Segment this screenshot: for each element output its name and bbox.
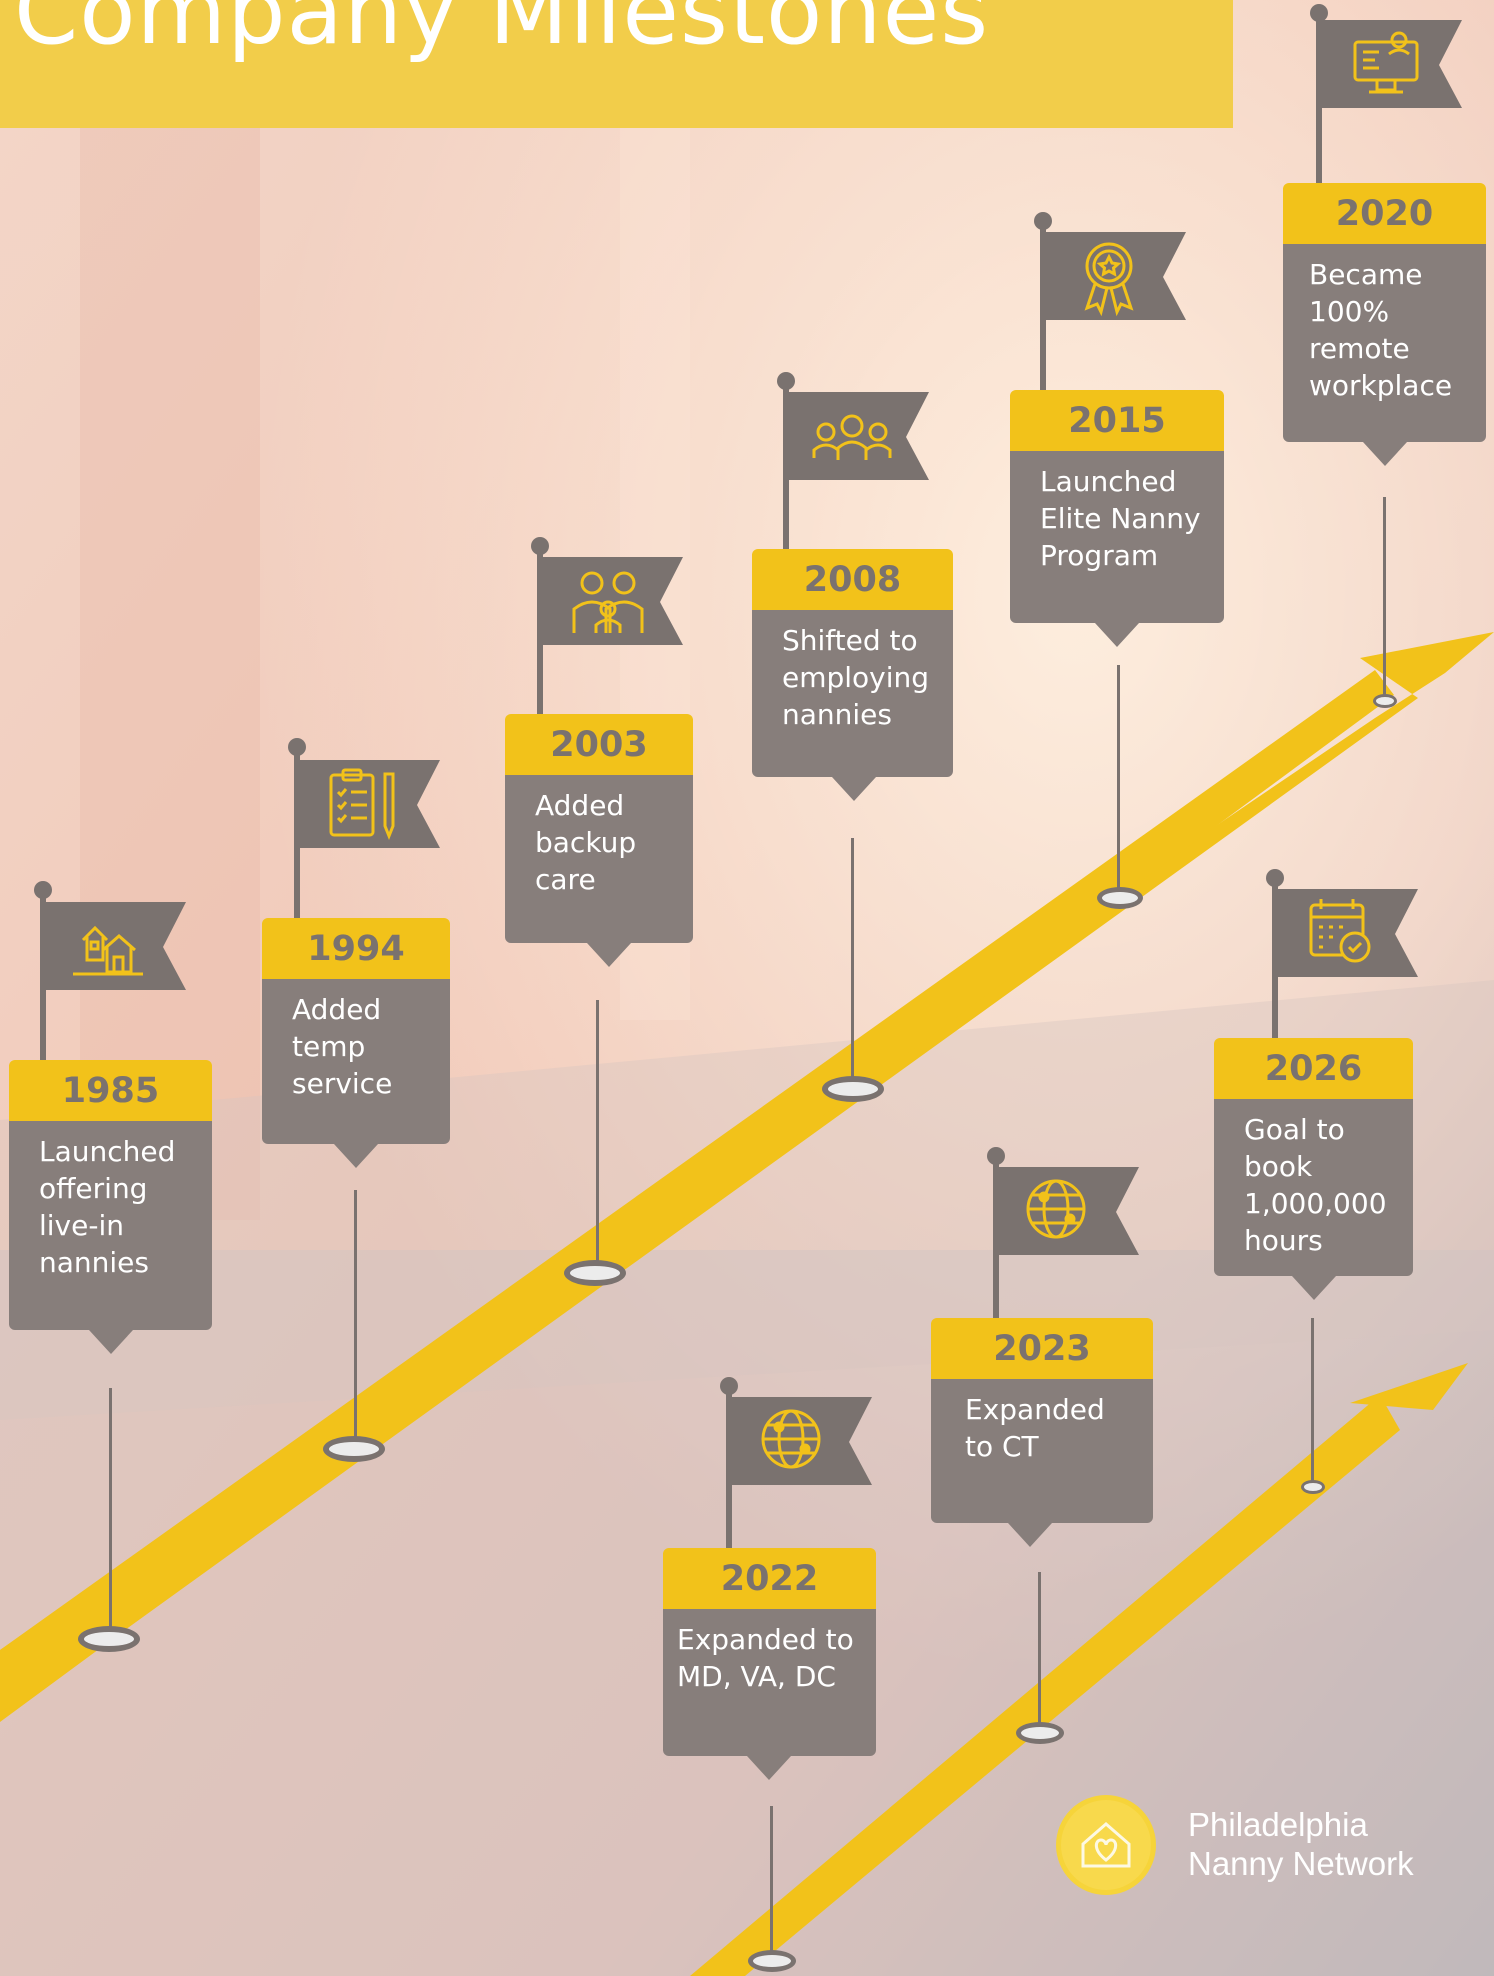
card-pointer [832, 777, 876, 801]
card-pointer [1008, 1523, 1052, 1547]
family-icon [540, 557, 683, 645]
milestone-year: 2026 [1214, 1038, 1413, 1099]
milestone-text: Launched Elite Nanny Program [1010, 451, 1224, 623]
flag-pole-top [34, 881, 52, 899]
connector-line [354, 1190, 357, 1450]
milestone-text: Added temp service [262, 979, 450, 1144]
timeline-marker [323, 1436, 385, 1462]
milestone-text: Became 100% remote workplace [1283, 244, 1486, 442]
milestone-text: Expanded to CT [931, 1379, 1153, 1523]
milestone-card: 1994 Added temp service [262, 918, 450, 1168]
milestone-year: 2015 [1010, 390, 1224, 451]
milestone-year: 2023 [931, 1318, 1153, 1379]
milestone-year: 1985 [9, 1060, 212, 1121]
connector-line [770, 1806, 773, 1960]
connector-line [596, 1000, 599, 1272]
page-title: Company Milestones [14, 0, 990, 65]
brand-line-1: Philadelphia [1188, 1806, 1368, 1843]
connector-line [1311, 1318, 1314, 1484]
house-icon [43, 902, 186, 990]
flag-pole-top [1310, 4, 1328, 22]
timeline-marker [564, 1260, 626, 1286]
flag-pole-top [720, 1377, 738, 1395]
card-pointer [587, 943, 631, 967]
milestone-card: 2003 Added backup care [505, 714, 693, 967]
connector-line [1383, 497, 1386, 697]
card-pointer [1363, 442, 1407, 466]
timeline-marker [1097, 887, 1143, 909]
flag-pole-top [288, 738, 306, 756]
flag-pole-top [531, 537, 549, 555]
globe-icon [996, 1167, 1139, 1255]
milestone-year: 2020 [1283, 183, 1486, 244]
flag-pole-top [1266, 869, 1284, 887]
card-pointer [747, 1756, 791, 1780]
flag-pole-top [777, 372, 795, 390]
timeline-marker [78, 1626, 140, 1652]
card-pointer [1095, 623, 1139, 647]
brand-name: Philadelphia Nanny Network [1188, 1805, 1414, 1883]
connector-line [109, 1388, 112, 1628]
timeline-marker [1373, 694, 1397, 708]
milestone-card: 1985 Launched offering live-in nannies [9, 1060, 212, 1354]
milestone-text: Shifted to employing nannies [752, 610, 953, 777]
timeline-marker [748, 1950, 796, 1972]
milestone-year: 2008 [752, 549, 953, 610]
clipboard-checklist-icon [297, 760, 440, 848]
milestone-card: 2020 Became 100% remote workplace [1283, 183, 1486, 466]
milestone-text: Expanded to MD, VA, DC [663, 1609, 876, 1756]
card-pointer [334, 1144, 378, 1168]
heart-house-logo-icon [1056, 1795, 1156, 1895]
flag-pole-top [987, 1147, 1005, 1165]
milestone-year: 1994 [262, 918, 450, 979]
connector-line [851, 838, 854, 1090]
milestone-card: 2008 Shifted to employing nannies [752, 549, 953, 801]
award-badge-icon [1043, 232, 1186, 320]
brand-line-2: Nanny Network [1188, 1845, 1414, 1882]
team-people-icon [786, 392, 929, 480]
milestone-card: 2026 Goal to book 1,000,000 hours [1214, 1038, 1413, 1300]
timeline-marker [1301, 1480, 1325, 1494]
milestone-text: Added backup care [505, 775, 693, 943]
lower-arrow-track [690, 1395, 1400, 1976]
connector-line [1117, 665, 1120, 901]
timeline-marker [1016, 1722, 1064, 1744]
milestone-card: 2023 Expanded to CT [931, 1318, 1153, 1547]
milestone-text: Goal to book 1,000,000 hours [1214, 1099, 1413, 1276]
card-pointer [89, 1330, 133, 1354]
milestone-year: 2022 [663, 1548, 876, 1609]
flag-pole-top [1034, 212, 1052, 230]
milestone-card: 2015 Launched Elite Nanny Program [1010, 390, 1224, 647]
remote-worker-icon [1319, 20, 1462, 108]
calendar-clock-icon [1275, 889, 1418, 977]
title-banner: Company Milestones [0, 0, 1233, 128]
timeline-marker [822, 1076, 884, 1102]
connector-line [1038, 1572, 1041, 1736]
milestone-card: 2022 Expanded to MD, VA, DC [663, 1548, 876, 1780]
milestone-text: Launched offering live-in nannies [9, 1121, 212, 1330]
globe-icon [729, 1397, 872, 1485]
milestone-year: 2003 [505, 714, 693, 775]
card-pointer [1292, 1276, 1336, 1300]
